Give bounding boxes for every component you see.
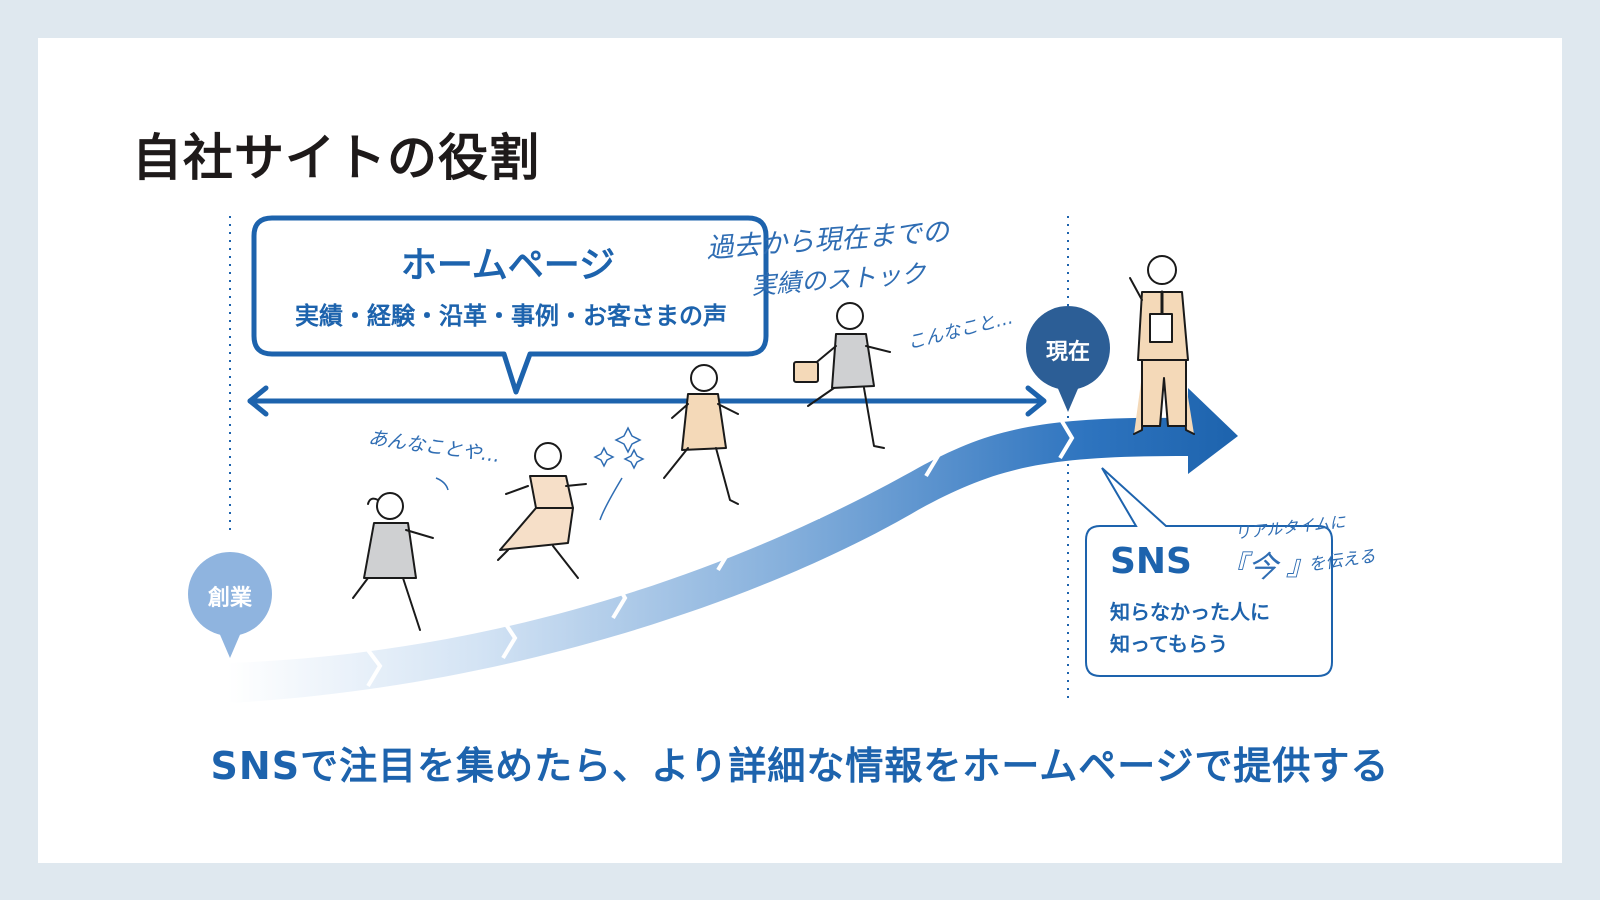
footer-message: SNSで注目を集めたら、より詳細な情報をホームページで提供する — [210, 744, 1390, 788]
note-ima: 今 — [1248, 550, 1278, 585]
founding-pin — [188, 552, 272, 658]
diagram-graphics — [188, 215, 1333, 703]
present-label: 現在 — [1045, 340, 1090, 365]
sns-line-1: 知らなかった人に — [1110, 600, 1270, 624]
history-span-arrow — [247, 385, 1047, 417]
homepage-bubble — [251, 215, 769, 395]
note-ima-close: 』 — [1286, 549, 1315, 582]
note-ima-open: 『 — [1220, 549, 1249, 582]
sns-bubble — [1085, 467, 1333, 677]
homepage-title: ホームページ — [400, 245, 616, 286]
growth-arrow — [228, 388, 1238, 703]
arrow-chevrons — [366, 416, 1075, 688]
slide-card: 自社サイトの役割 ホームページ 実績・経験・沿革・事例・お客さまの声 過去から現… — [38, 38, 1562, 863]
founding-label: 創業 — [207, 586, 252, 611]
sns-title: SNS — [1110, 541, 1192, 582]
present-pin — [1026, 306, 1110, 412]
page-title: 自社サイトの役割 — [132, 129, 540, 187]
homepage-items: 実績・経験・沿革・事例・お客さまの声 — [295, 302, 727, 330]
sparkle-decorations — [435, 426, 645, 521]
sns-line-2: 知ってもらう — [1110, 632, 1228, 656]
person-4-businessman-briefcase — [793, 302, 891, 449]
person-3-running-man — [663, 364, 739, 505]
person-2-skirt-woman — [497, 442, 587, 579]
person-1-walking-woman — [352, 492, 434, 631]
person-5-standing-man-present — [1129, 255, 1195, 435]
